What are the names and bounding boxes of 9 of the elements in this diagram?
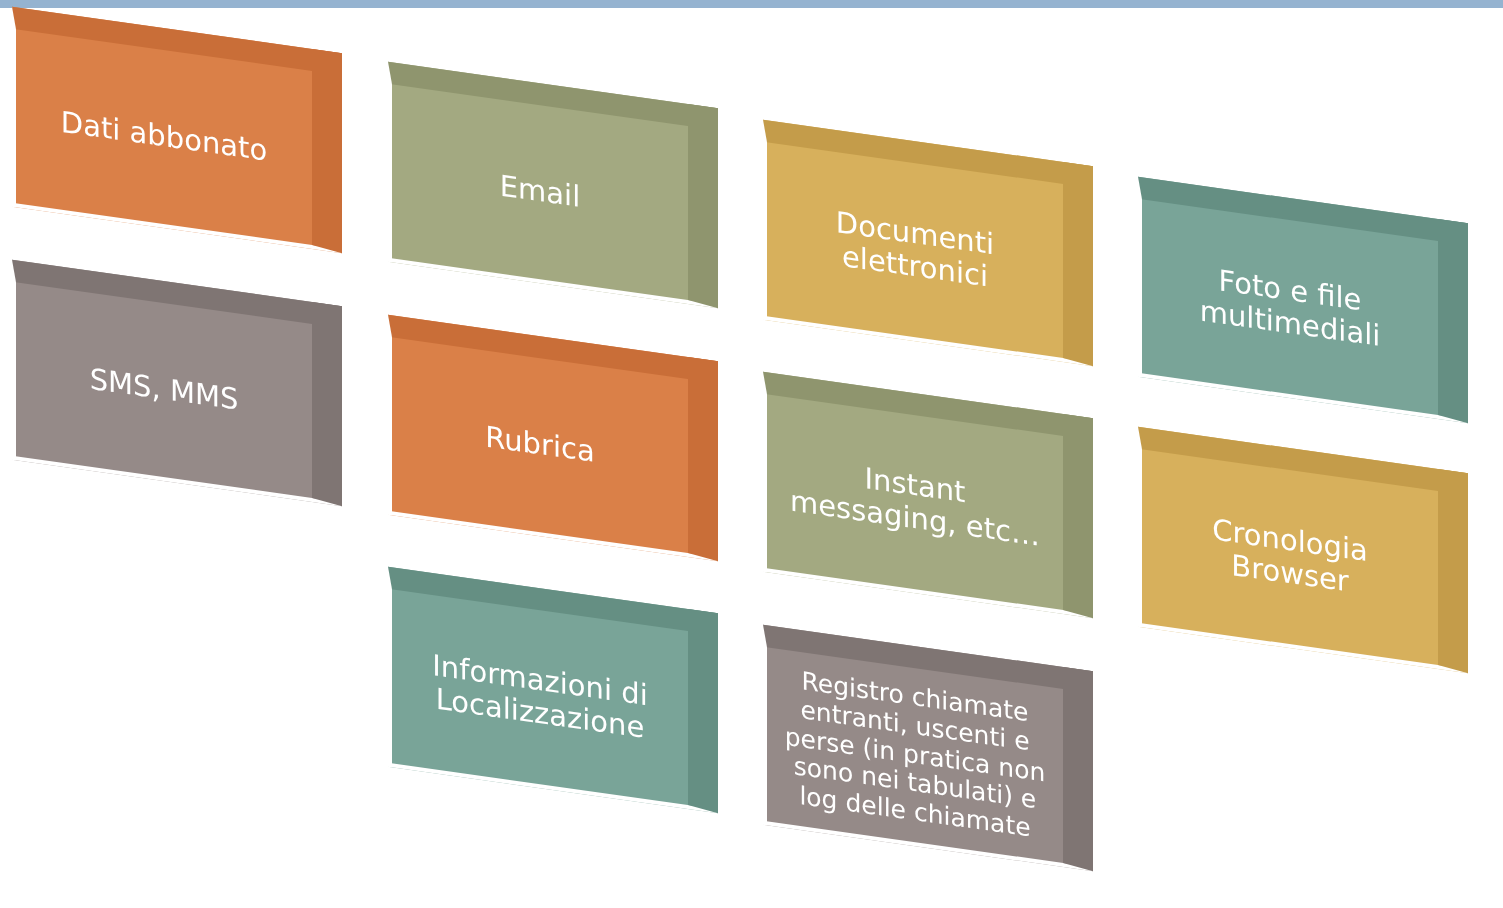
block-label: Foto e file multimediali [1198,261,1382,355]
block-label: Instant messaging, etc… [789,459,1041,555]
block-label: Documenti elettronici [834,203,996,296]
block-label: Cronologia Browser [1211,510,1369,601]
block-label: Dati abbonato [59,104,269,170]
block-label: SMS, MMS [88,361,240,419]
block-label: Rubrica [484,418,596,472]
block-label: Email [498,167,582,217]
block-label: Registro chiamate entranti, uscenti e perse (in pratica non sono nei tabulati) e log delle chiamate [783,665,1047,845]
